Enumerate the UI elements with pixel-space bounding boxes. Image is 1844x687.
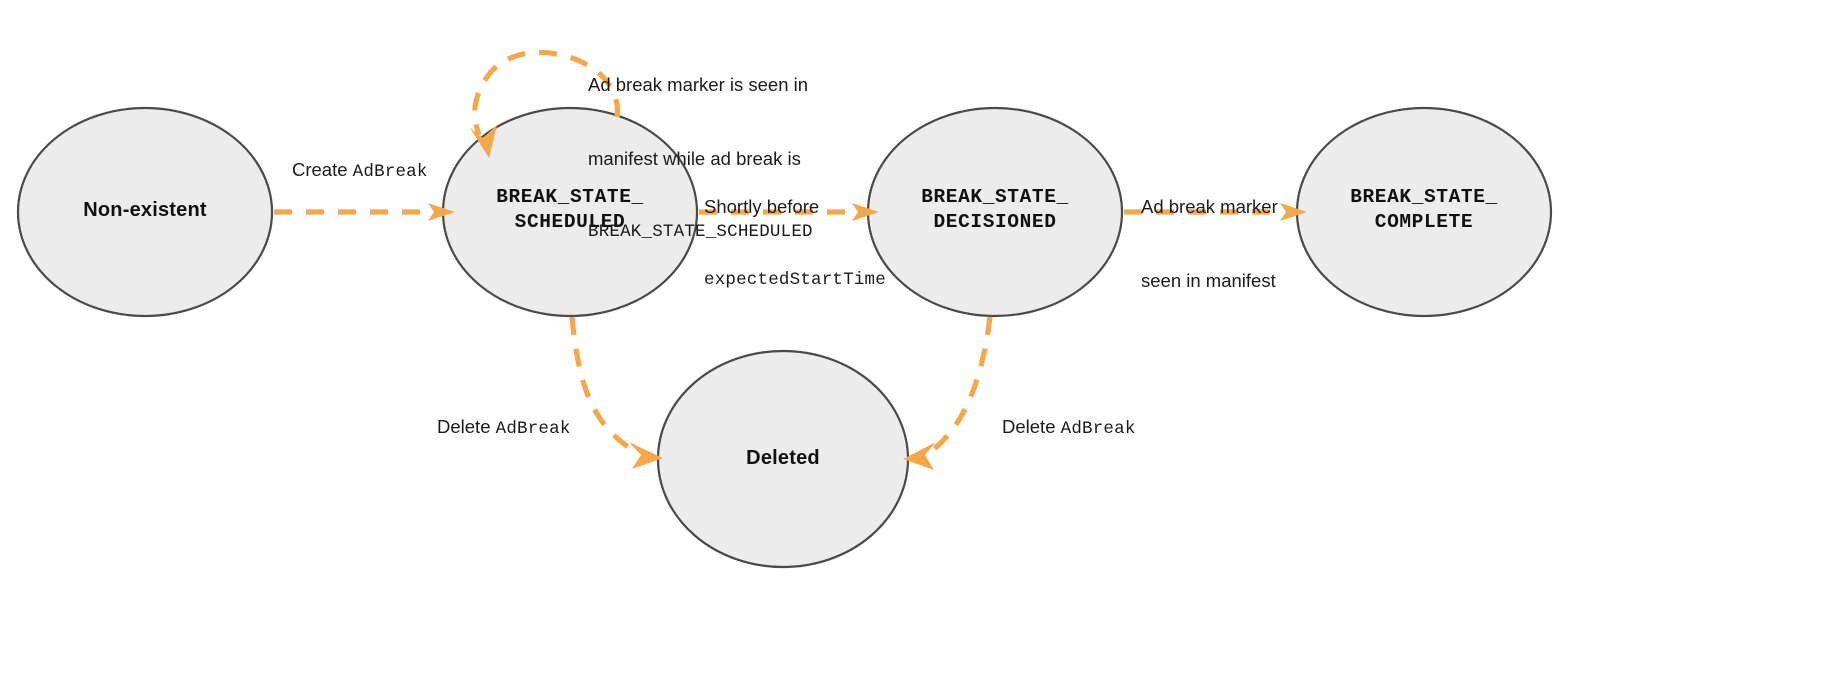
node-break-state-decisioned[interactable] — [866, 106, 1124, 318]
edge-delete-adbreak-from-scheduled — [569, 316, 663, 469]
edge-line — [928, 316, 993, 455]
node-break-state-complete[interactable] — [1295, 106, 1553, 318]
arrowhead-icon — [629, 442, 663, 469]
edge-marker-seen-in-manifest — [1124, 203, 1307, 221]
arrowhead-icon — [852, 203, 879, 221]
edge-line — [569, 316, 638, 455]
edge-line — [472, 49, 620, 136]
arrowhead-icon — [428, 203, 455, 221]
edge-delete-adbreak-from-decisioned — [903, 316, 993, 470]
node-non-existent[interactable] — [16, 106, 274, 318]
arrowhead-icon — [470, 125, 497, 158]
arrowhead-icon — [903, 442, 936, 470]
edge-create-adbreak — [274, 203, 455, 221]
arrowhead-icon — [1280, 203, 1307, 221]
node-deleted[interactable] — [656, 349, 910, 569]
edge-shortly-before-expected-start-time — [699, 203, 879, 221]
edge-marker-seen-self-loop — [470, 49, 620, 158]
